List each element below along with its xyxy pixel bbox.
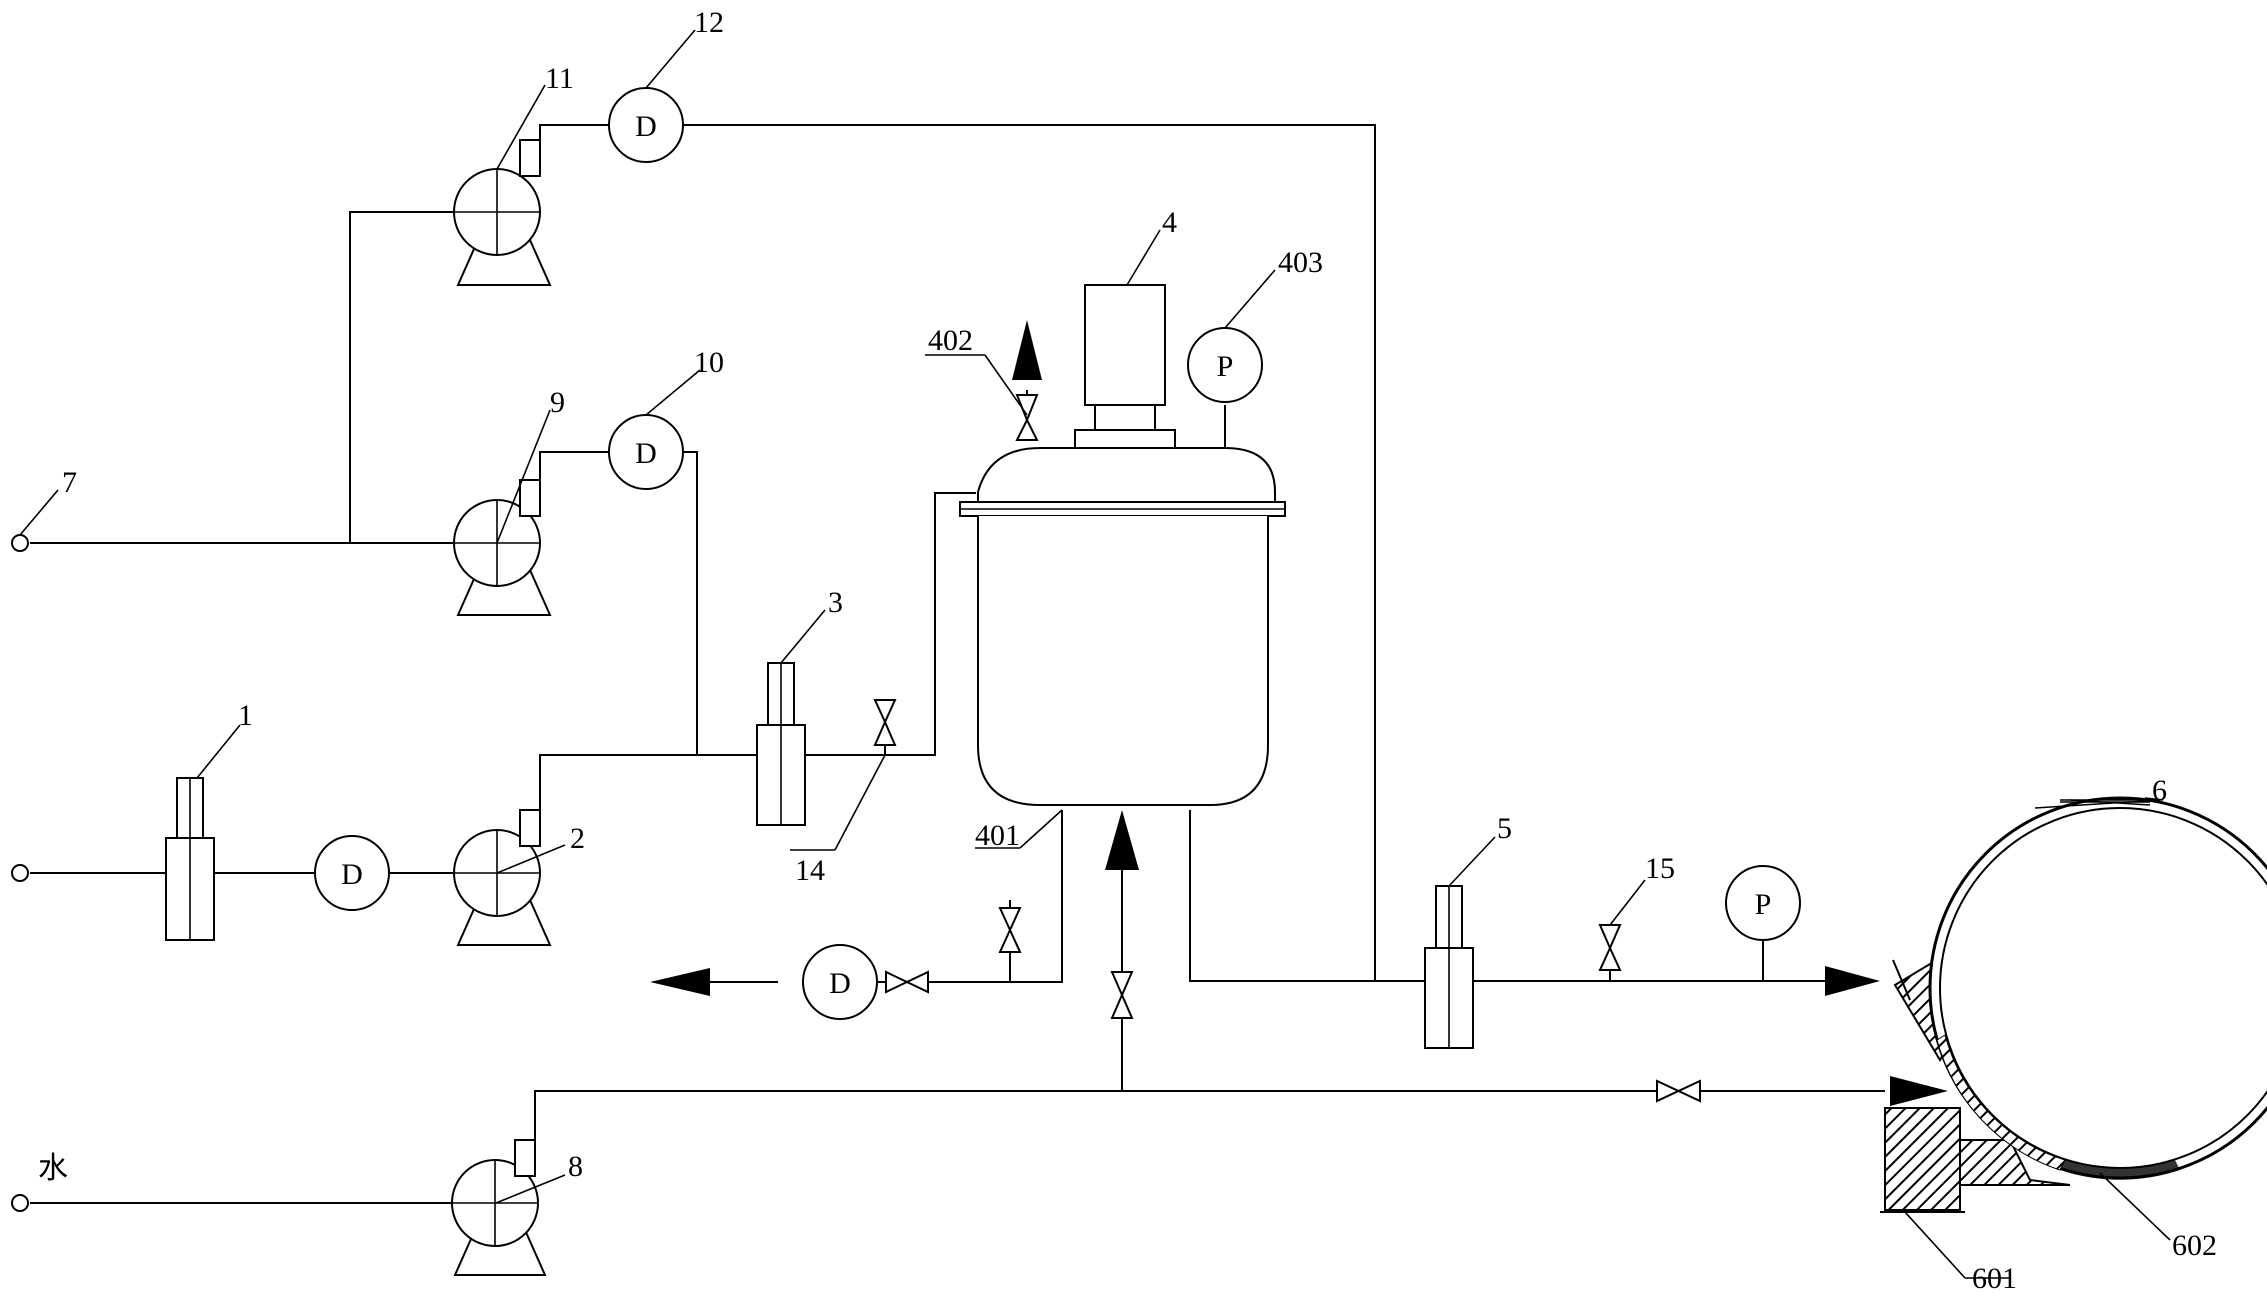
tank-shell-inner (1939, 807, 2267, 1169)
inlet-water-point (11, 1194, 29, 1212)
label-water: 水 (38, 1152, 68, 1185)
label-402: 402 (928, 324, 973, 357)
arrow-to-tank-bottom (1890, 1076, 1948, 1106)
flow-meter-12: D (608, 87, 684, 163)
reactor-4 (959, 284, 1286, 806)
flow-meter-10: D (608, 414, 684, 490)
flow-meter-inlet-1-symbol: D (341, 858, 363, 891)
pump-11 (453, 139, 552, 286)
pipe-meter-10-down (683, 451, 698, 755)
pressure-gauge-outlet: P (1725, 865, 1801, 941)
flow-meter-10-symbol: D (635, 437, 657, 470)
pump-2 (453, 809, 552, 946)
leader-lines (19, 29, 2171, 1279)
filter-3 (756, 662, 806, 826)
label-7: 7 (62, 466, 77, 499)
valve-402 (1015, 394, 1039, 441)
arrows (650, 320, 1948, 1106)
valve-15 (1598, 924, 1622, 971)
pipe-water-main (534, 1090, 1885, 1175)
pump-9 (453, 479, 552, 616)
arrow-vent-up (1012, 320, 1042, 380)
pressure-gauge-403: P (1187, 327, 1263, 403)
filter-1 (165, 777, 215, 941)
pipe-pump-2-to-reactor (539, 492, 976, 845)
valves (873, 394, 1701, 1103)
reactor-body (977, 516, 1269, 806)
pipe-reactor-to-tank (1189, 810, 1825, 982)
label-11: 11 (545, 62, 574, 95)
arrow-to-tank-top (1825, 966, 1880, 996)
label-601: 601 (1972, 1262, 2017, 1295)
pipe-pump-11-discharge (539, 124, 609, 140)
arrow-water-up (1105, 810, 1139, 870)
inlet-1-point (11, 864, 29, 882)
label-10: 10 (694, 346, 724, 379)
flow-meter-outlet-symbol: D (829, 967, 851, 1000)
pipelines (30, 124, 1885, 1204)
pipe-outlet-401 (970, 810, 1063, 983)
label-6: 6 (2152, 774, 2167, 807)
labels: 7 1 2 3 4 5 6 8 9 10 11 12 14 15 401 402… (38, 6, 2217, 1295)
label-15: 15 (1645, 852, 1675, 885)
inlet-7-point (11, 534, 29, 552)
label-14: 14 (795, 854, 825, 887)
tank-6 (1880, 796, 2267, 1213)
valve-sample (998, 907, 1022, 953)
label-401: 401 (975, 819, 1020, 852)
pump-8 (451, 1139, 547, 1276)
tank-shell-outer (1928, 796, 2267, 1180)
label-403: 403 (1278, 246, 1323, 279)
label-9: 9 (550, 386, 565, 419)
tank-support-601 (1884, 1107, 1961, 1211)
label-8: 8 (568, 1150, 583, 1183)
label-602: 602 (2172, 1229, 2217, 1262)
pipe-branch-to-pump-11 (349, 211, 468, 543)
valve-water (1110, 971, 1134, 1019)
filter-5 (1424, 885, 1474, 1049)
inlet-points (11, 534, 29, 1212)
pipe-meter-12-to-main (683, 124, 1376, 981)
flow-meter-inlet-1: D (314, 835, 390, 911)
pipe-pump-9-discharge (539, 451, 609, 490)
reactor-motor (1084, 284, 1166, 406)
flow-meter-12-symbol: D (635, 110, 657, 143)
label-5: 5 (1497, 812, 1512, 845)
tank-saddle (1959, 1139, 2071, 1186)
label-3: 3 (828, 586, 843, 619)
pressure-gauge-outlet-symbol: P (1755, 888, 1772, 921)
valve-outlet (885, 970, 929, 994)
valve-14 (873, 699, 897, 746)
label-4: 4 (1162, 206, 1177, 239)
label-2: 2 (570, 822, 585, 855)
label-12: 12 (694, 6, 724, 39)
valve-water-tank (1656, 1079, 1701, 1103)
pressure-gauge-403-symbol: P (1217, 350, 1234, 383)
reactor-head (977, 447, 1276, 509)
label-1: 1 (238, 699, 253, 732)
arrow-outlet-left (650, 968, 710, 996)
flow-meter-outlet: D (802, 944, 878, 1020)
